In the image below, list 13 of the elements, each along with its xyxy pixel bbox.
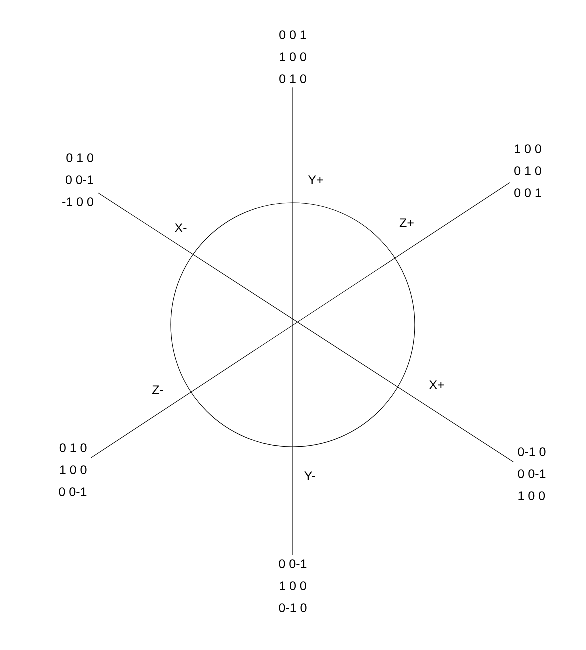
matrix-text: 0 0-1 1 0 0 0-1 0 [279,560,307,612]
axis-line [292,87,294,556]
axis-label: X+ [429,380,444,390]
axis-label: Y- [304,472,316,480]
matrix-text: 0 1 0 0 0-1 -1 0 0 [62,154,94,206]
axis-label: Z- [152,386,164,394]
matrix-text: 0 0 1 1 0 0 0 1 0 [280,30,306,84]
matrix-text: 0 1 0 1 0 0 0 0-1 [59,444,87,496]
matrix-text: 0-1 0 0 0-1 1 0 0 [518,448,546,500]
axis-label: Y+ [308,176,324,184]
matrix-text: 1 0 0 0 1 0 0 0 1 [514,144,542,198]
axis-label: Z+ [400,218,414,228]
axis-label: X- [175,224,187,232]
